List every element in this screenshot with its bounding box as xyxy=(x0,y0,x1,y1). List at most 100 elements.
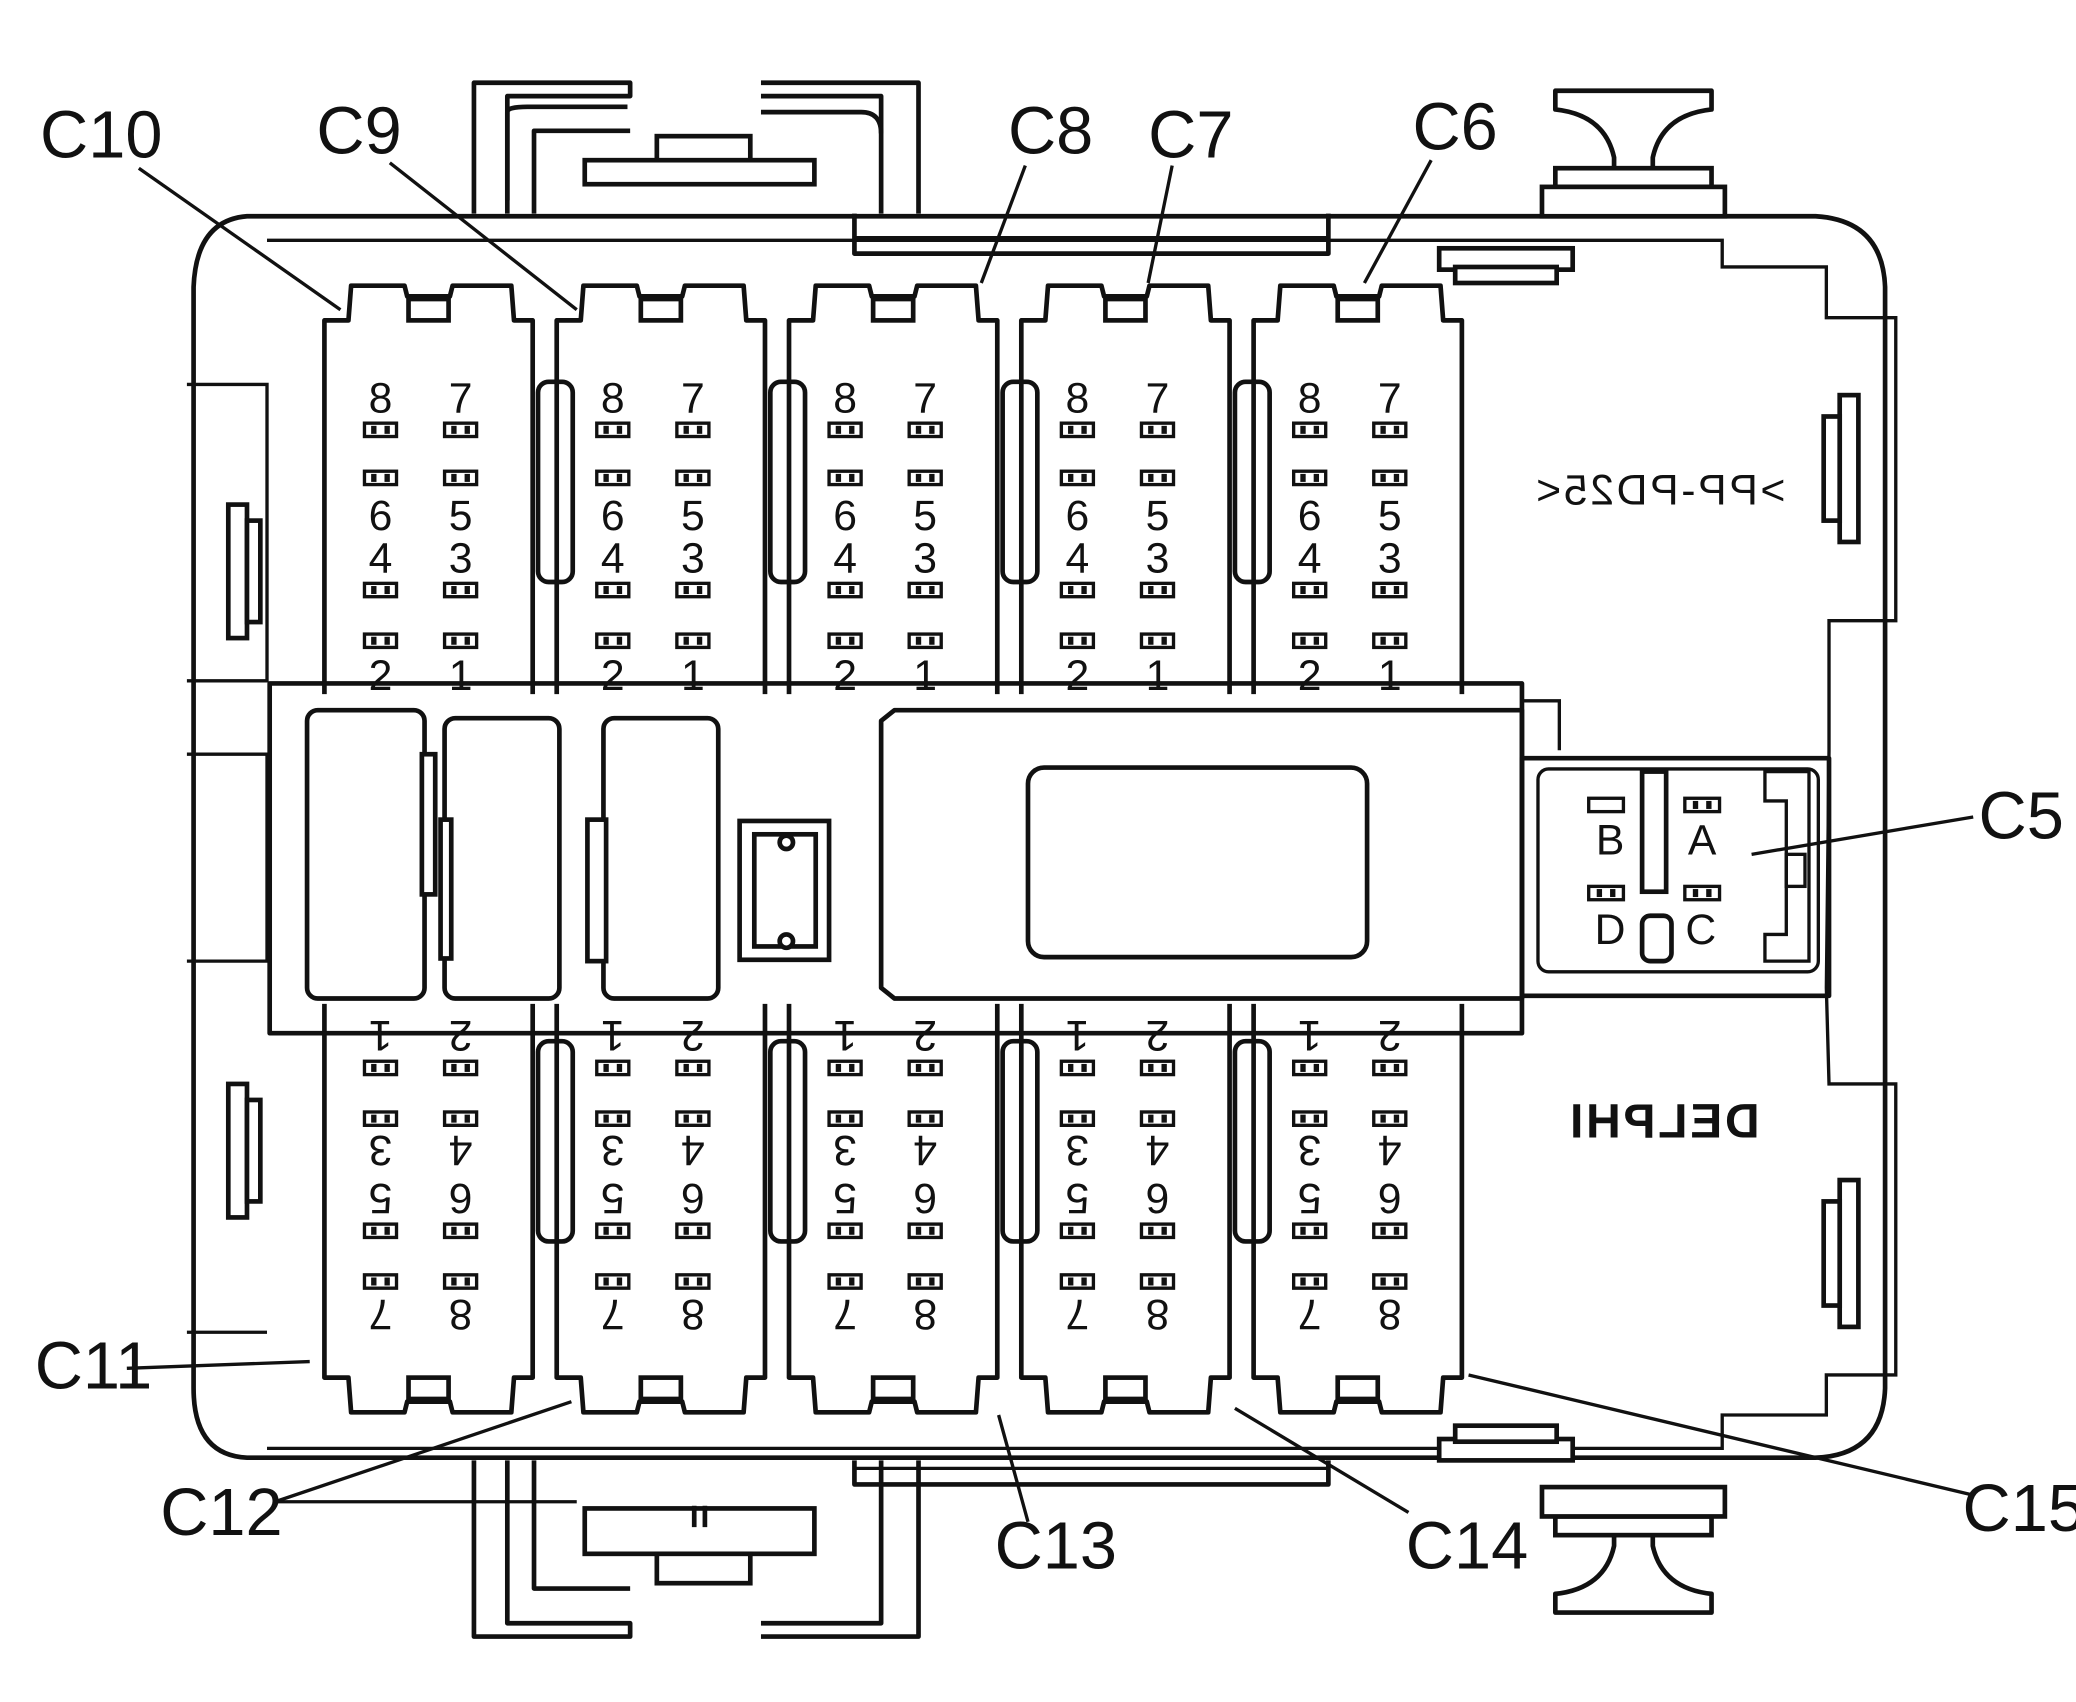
pin-8: 8 xyxy=(362,374,399,439)
pin-contact xyxy=(915,473,922,482)
pin-cavity xyxy=(1291,1273,1328,1290)
pin-contact xyxy=(1068,586,1074,595)
pin-contact xyxy=(849,473,855,482)
pin-contact xyxy=(1393,636,1400,645)
pin-number: 6 xyxy=(1066,492,1090,540)
pin-number: 6 xyxy=(681,1174,705,1222)
pin-number: 8 xyxy=(1146,1290,1170,1338)
pin-4: 4 xyxy=(907,1110,943,1174)
pin-number: 5 xyxy=(601,1174,625,1222)
pin-label-c: C xyxy=(1685,906,1716,954)
pin-1: 1 xyxy=(442,632,479,700)
pin-cavity xyxy=(1291,1059,1328,1077)
pin-8: 8 xyxy=(907,1273,943,1338)
pin-cavity xyxy=(1372,421,1408,439)
pin-contact xyxy=(849,1226,855,1235)
callout-c9: C9 xyxy=(316,95,401,169)
pin-contact xyxy=(384,1063,390,1072)
pin-cavity xyxy=(827,421,863,439)
latch-tab xyxy=(1335,296,1381,323)
pin-5: 5 xyxy=(362,1174,399,1240)
pin-number: 8 xyxy=(1066,374,1090,422)
pin-contact xyxy=(1148,1114,1154,1123)
pin-contact xyxy=(1081,1114,1087,1123)
pin-contact xyxy=(464,1063,470,1072)
pin-cavity xyxy=(1059,421,1096,439)
pin-contact xyxy=(1081,636,1087,645)
pin-cavity xyxy=(595,632,631,650)
pin-contact xyxy=(603,636,609,645)
pin-contact xyxy=(616,586,623,595)
pin-contact xyxy=(683,636,689,645)
pin-3: 3 xyxy=(827,1110,863,1174)
pin-contact xyxy=(1380,473,1386,482)
pin-8: 8 xyxy=(1059,374,1096,439)
pin-number: 4 xyxy=(1298,535,1322,583)
pin-cavity xyxy=(1059,1110,1096,1127)
pin-contact xyxy=(1313,1063,1320,1072)
pin-cavity xyxy=(442,1222,479,1240)
pin-8: 8 xyxy=(595,374,631,439)
pin-contact xyxy=(451,1277,457,1286)
pin-cavity xyxy=(442,632,479,650)
pin-cavity xyxy=(362,1059,399,1077)
pin-cavity xyxy=(595,1059,631,1077)
pin-number: 8 xyxy=(601,374,625,422)
pin-7: 7 xyxy=(442,374,479,439)
pin-number: 7 xyxy=(369,1290,393,1338)
pin-contact xyxy=(1161,1277,1167,1286)
pin-contact xyxy=(384,1114,390,1123)
pin-4: 4 xyxy=(827,535,863,599)
pin-number: 8 xyxy=(1378,1290,1402,1338)
pin-2: 2 xyxy=(442,1011,479,1077)
pin-contact xyxy=(1380,1114,1386,1123)
pin-7: 7 xyxy=(1372,374,1408,439)
pin-cavity xyxy=(595,469,631,487)
pin-contact xyxy=(929,473,935,482)
pin-contact xyxy=(451,1226,457,1235)
pin-8: 8 xyxy=(1372,1273,1408,1338)
pin-cavity xyxy=(827,469,863,487)
pin-cavity xyxy=(442,469,479,487)
pin-contact xyxy=(849,1114,855,1123)
connector-housing xyxy=(1251,1003,1465,1415)
pin-6: 6 xyxy=(362,469,399,540)
pin-2: 2 xyxy=(675,1011,711,1077)
pin-contact xyxy=(603,1114,609,1123)
pin-number: 2 xyxy=(833,652,857,700)
pin-number: 6 xyxy=(833,492,857,540)
pin-number: 3 xyxy=(681,535,705,583)
pin-cavity xyxy=(827,632,863,650)
pin-cavity xyxy=(907,632,943,650)
latch-tab xyxy=(638,296,684,323)
pin-contact xyxy=(1300,1277,1306,1286)
pin-4: 4 xyxy=(1139,1110,1176,1174)
pin-contact xyxy=(1380,586,1386,595)
pin-cavity xyxy=(442,581,479,599)
pin-5: 5 xyxy=(1372,469,1408,540)
pin-cavity xyxy=(1139,632,1176,650)
pin-contact xyxy=(929,586,935,595)
pin-number: 1 xyxy=(449,652,473,700)
connector-housing xyxy=(554,283,768,695)
pin-contact xyxy=(1081,1063,1087,1072)
pin-contact xyxy=(929,636,935,645)
pin-number: 3 xyxy=(833,1126,857,1174)
pin-contact xyxy=(1393,1277,1400,1286)
pin-contact xyxy=(1300,425,1306,434)
pin-number: 4 xyxy=(913,1126,937,1174)
pin-number: 6 xyxy=(913,1174,937,1222)
pin-number: 4 xyxy=(1378,1126,1402,1174)
pin-2: 2 xyxy=(362,632,399,700)
pin-contact xyxy=(1148,586,1154,595)
pin-contact xyxy=(683,425,689,434)
pin-4: 4 xyxy=(442,1110,479,1174)
pin-contact xyxy=(849,1063,855,1072)
pin-number: 7 xyxy=(913,374,937,422)
pin-number: 6 xyxy=(601,492,625,540)
pin-cavity xyxy=(1291,1222,1328,1240)
pin-number: 7 xyxy=(449,374,473,422)
pin-1: 1 xyxy=(1059,1011,1096,1077)
